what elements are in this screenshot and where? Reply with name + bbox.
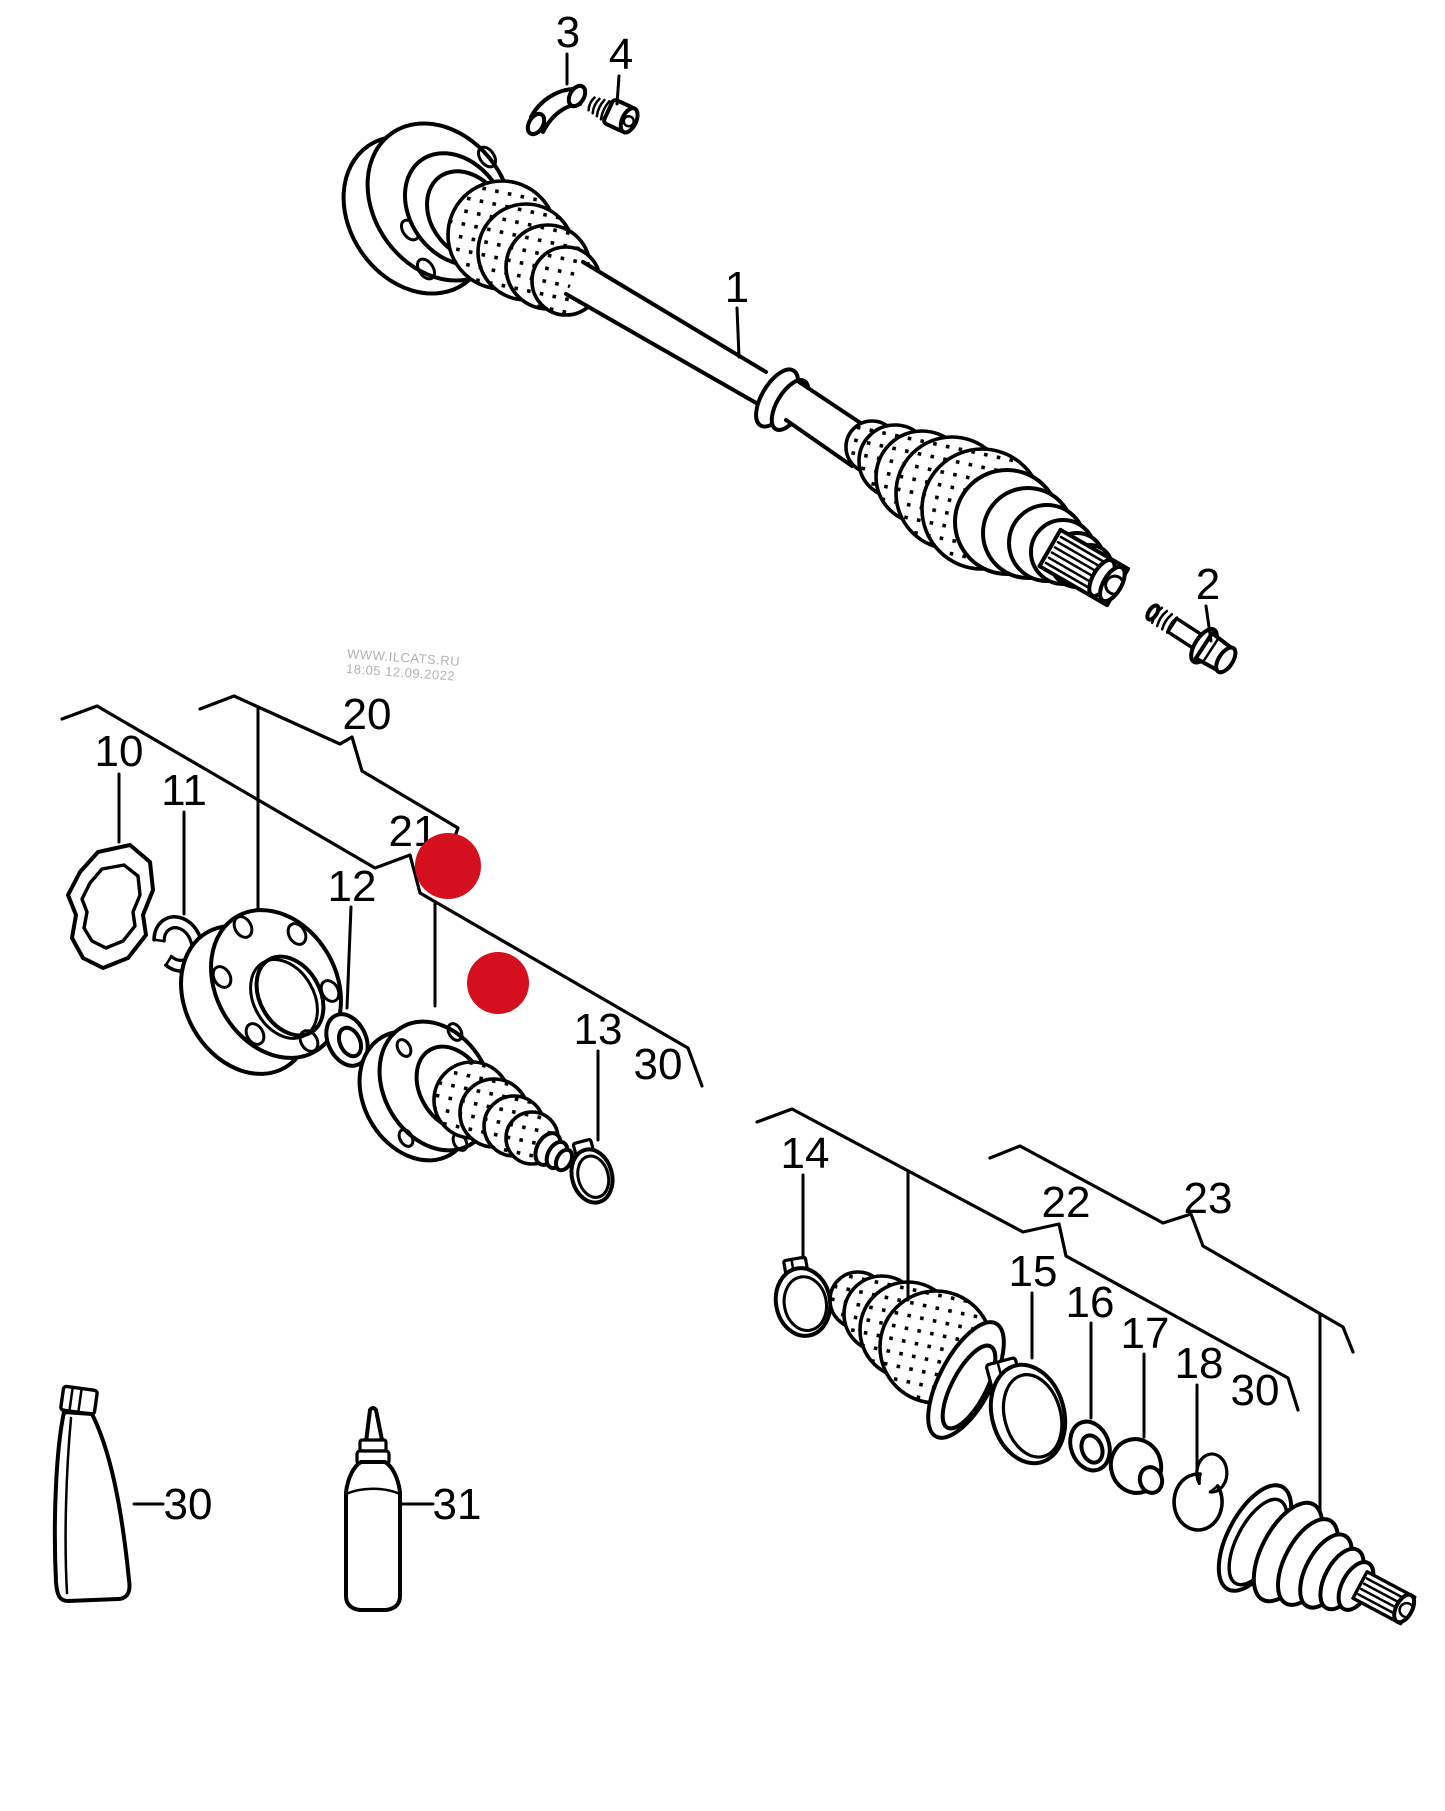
part-21-joint-boot <box>357 1019 575 1173</box>
part-label-15[interactable]: 15 <box>1009 1247 1058 1296</box>
left-exploded-group <box>66 843 615 1205</box>
driveshaft-assembly <box>341 121 1131 608</box>
part-17-cap <box>1108 1437 1165 1495</box>
highlight-dot-2 <box>467 952 529 1014</box>
part-14-clamp <box>773 1255 833 1338</box>
part-10-gasket <box>66 843 155 970</box>
part-label-2[interactable]: 2 <box>1196 560 1220 609</box>
part-label-10[interactable]: 10 <box>95 727 144 776</box>
part-label-20[interactable]: 20 <box>343 690 392 739</box>
bracket-lines <box>60 694 1355 1412</box>
part-2-bolt <box>1145 603 1238 675</box>
leader-lines <box>117 52 1322 1512</box>
part-label-13[interactable]: 13 <box>574 1005 623 1054</box>
part-label-30-right[interactable]: 30 <box>1231 1366 1280 1415</box>
part-22-boot <box>828 1270 1006 1440</box>
part-4-bolt <box>587 96 640 135</box>
part-label-31[interactable]: 31 <box>433 1480 482 1529</box>
part-13-clamp <box>569 1138 615 1205</box>
part-label-4[interactable]: 4 <box>609 30 633 79</box>
part-label-17[interactable]: 17 <box>1121 1309 1170 1358</box>
part-label-1[interactable]: 1 <box>725 263 749 312</box>
part-label-3[interactable]: 3 <box>556 8 580 57</box>
flange-holes-20 <box>211 915 341 1053</box>
part-12-ring <box>324 1012 370 1068</box>
grease-bottle <box>344 1406 402 1612</box>
part-3-clip <box>525 83 588 137</box>
part-15-clamp <box>985 1356 1068 1466</box>
part-label-16[interactable]: 16 <box>1066 1278 1115 1327</box>
part-label-11[interactable]: 11 <box>161 766 207 815</box>
part-label-18[interactable]: 18 <box>1175 1339 1224 1388</box>
splined-stub <box>1037 527 1131 608</box>
part-16-ring <box>1068 1419 1112 1473</box>
highlight-dot-1 <box>415 833 481 899</box>
right-exploded-group <box>773 1255 1417 1626</box>
watermark: WWW.ILCATS.RU 18:05 12.09.2022 <box>346 646 461 684</box>
part-label-22[interactable]: 22 <box>1042 1178 1091 1227</box>
part-label-23[interactable]: 23 <box>1184 1174 1233 1223</box>
sealant-tube <box>52 1384 132 1603</box>
part-18-circlip <box>1172 1452 1229 1532</box>
highlight-dots <box>415 833 529 1014</box>
part-label-12[interactable]: 12 <box>328 862 377 911</box>
part-23-outer-joint <box>1216 1483 1417 1626</box>
part-20-flange-joint <box>179 908 343 1076</box>
left-cv-boot <box>446 179 602 317</box>
part-label-14[interactable]: 14 <box>781 1129 830 1178</box>
part-label-30-tube[interactable]: 30 <box>164 1480 213 1529</box>
part-label-30-left[interactable]: 30 <box>634 1040 683 1089</box>
